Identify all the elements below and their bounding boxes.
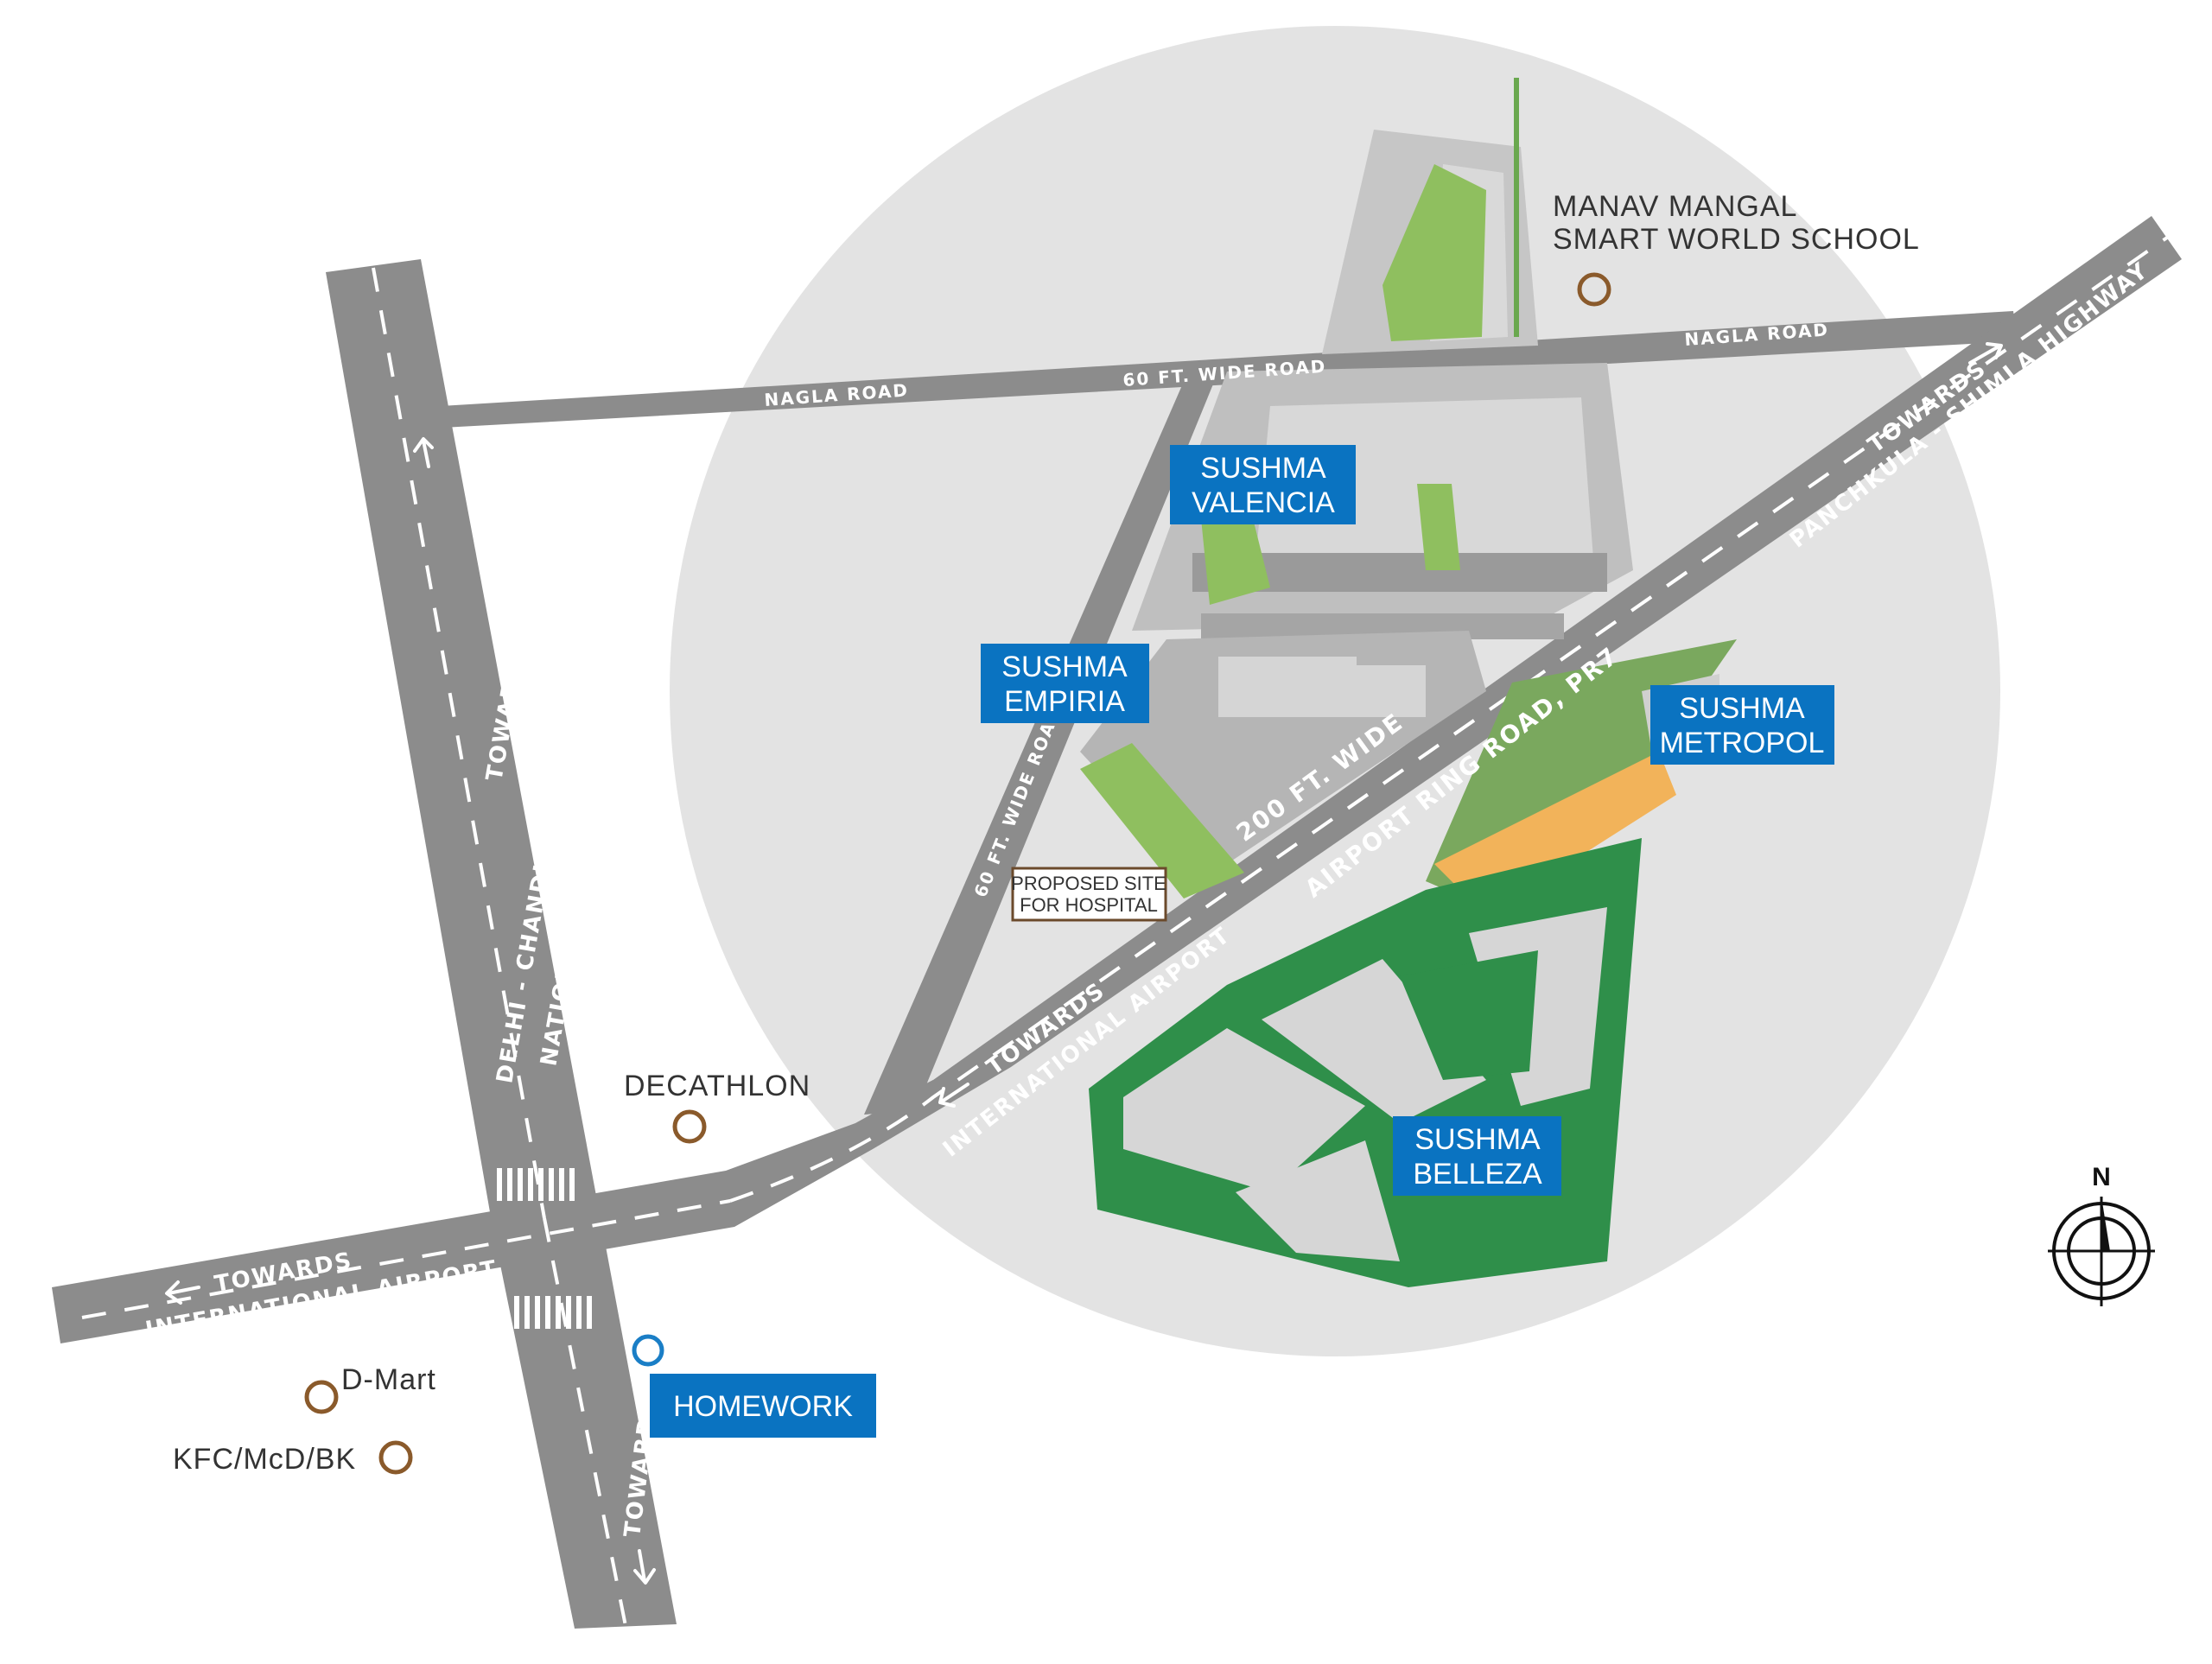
empiria-label-2: EMPIRIA — [1004, 685, 1125, 718]
kfc-label: KFC/McD/BK — [173, 1443, 356, 1476]
school-label-1: MANAV MANGAL — [1553, 190, 1797, 223]
valencia-north-site — [1322, 78, 1538, 354]
lane-markings — [81, 236, 2169, 1627]
project-metropol[interactable]: SUSHMA METROPOL — [1650, 685, 1834, 765]
national-highway-north — [326, 259, 599, 1227]
school-marker-icon — [1577, 272, 1611, 307]
poi-labels: MANAV MANGAL SMART WORLD SCHOOL DECATHLO… — [173, 190, 1920, 1476]
compass-north-label: N — [2092, 1163, 2111, 1191]
metropol-label-2: METROPOL — [1660, 727, 1825, 759]
belleza-label-2: BELLEZA — [1413, 1158, 1542, 1191]
decathlon-marker-icon — [672, 1109, 707, 1144]
project-valencia[interactable]: SUSHMA VALENCIA — [1170, 445, 1356, 524]
zebra-crossings — [497, 1168, 592, 1329]
belleza-label-1: SUSHMA — [1414, 1123, 1541, 1156]
homework-label: HOMEWORK — [673, 1390, 853, 1423]
arrow-down-icon — [633, 1549, 656, 1585]
ring-road-bend — [864, 1071, 1002, 1115]
dmart-marker-icon — [304, 1380, 339, 1414]
poi-markers — [304, 272, 1611, 1475]
homework-marker-icon — [632, 1334, 664, 1367]
hospital-label-2: FOR HOSPITAL — [1020, 894, 1158, 916]
metropol-label-1: SUSHMA — [1679, 692, 1805, 725]
school-label-2: SMART WORLD SCHOOL — [1553, 223, 1920, 256]
valencia-label-2: VALENCIA — [1192, 486, 1335, 519]
arrow-left-icon — [938, 1083, 969, 1108]
decathlon-label: DECATHLON — [624, 1070, 810, 1102]
direction-arrows — [165, 342, 2003, 1585]
dmart-label: D-Mart — [341, 1363, 436, 1396]
nagla-road — [441, 311, 2018, 428]
project-empiria[interactable]: SUSHMA EMPIRIA — [981, 644, 1149, 723]
kfc-marker-icon — [378, 1440, 413, 1475]
hospital-label-1: PROPOSED SITE — [1011, 873, 1166, 894]
arrow-right-icon — [1968, 342, 2003, 365]
empiria-site — [1080, 631, 1486, 899]
arrow-left-icon — [165, 1280, 200, 1305]
sixty-ft-diagonal-road — [864, 372, 1218, 1115]
valencia-label-1: SUSHMA — [1200, 452, 1326, 485]
project-homework[interactable]: HOMEWORK — [650, 1374, 876, 1438]
valencia-site — [1132, 363, 1633, 639]
empiria-label-1: SUSHMA — [1001, 651, 1128, 683]
proposed-hospital-site: PROPOSED SITE FOR HOSPITAL — [1011, 867, 1167, 922]
roads — [52, 216, 2182, 1629]
project-belleza[interactable]: SUSHMA BELLEZA — [1393, 1116, 1561, 1196]
arrow-up-icon — [413, 437, 434, 468]
compass-icon: N — [2048, 1163, 2155, 1306]
towards-chandigarh-label: TOWARDS CHANDIGARH — [481, 447, 565, 783]
